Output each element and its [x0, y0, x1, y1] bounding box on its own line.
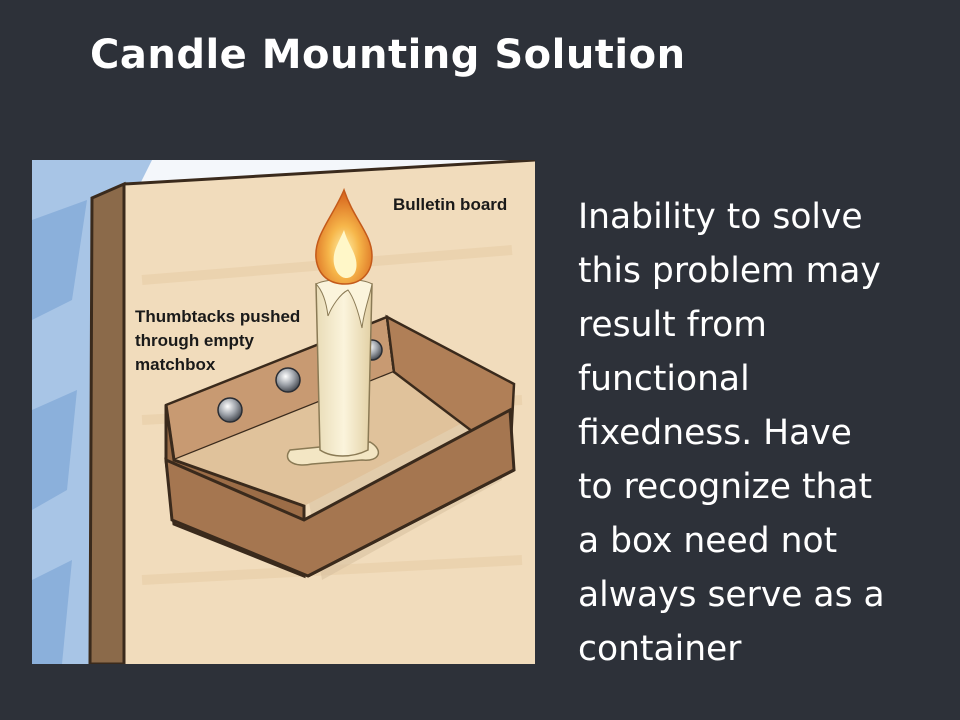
candle-illustration: Bulletin board Thumbtacks pushed through… [32, 160, 535, 664]
candle [286, 268, 380, 466]
body-line: always serve as a [578, 575, 885, 615]
slide-title: Candle Mounting Solution [90, 32, 686, 78]
wall-shading [32, 200, 87, 664]
thumbtack-2 [275, 367, 301, 393]
label-bulletin-board: Bulletin board [393, 195, 507, 214]
body-line: this problem may [578, 251, 881, 291]
thumbtack-1 [217, 397, 243, 423]
body-line: to recognize that [578, 467, 873, 507]
body-line: a box need not [578, 521, 838, 561]
body-line: result from [578, 305, 767, 345]
label-thumbtacks-line-2: through empty [135, 331, 255, 350]
slide-body-text: Inability to solve this problem may resu… [578, 190, 938, 676]
label-thumbtacks-line-1: Thumbtacks pushed [135, 307, 300, 326]
body-line: container [578, 629, 742, 669]
flame [315, 187, 373, 285]
board-edge [90, 184, 124, 664]
body-line: Inability to solve [578, 197, 863, 237]
candle-drawing: Bulletin board Thumbtacks pushed through… [32, 160, 535, 664]
label-thumbtacks-line-3: matchbox [135, 355, 216, 374]
body-line: functional [578, 359, 750, 399]
body-line: fixedness. Have [578, 413, 852, 453]
